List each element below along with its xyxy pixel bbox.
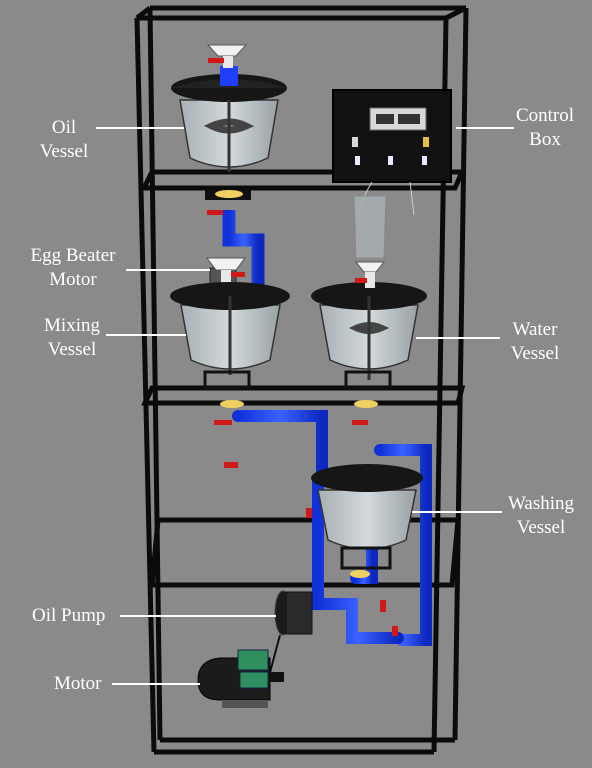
label-washing-vessel: Washing Vessel (500, 492, 582, 540)
label-oil-vessel-line1: Oil (34, 116, 94, 140)
label-washing-vessel-line1: Washing (500, 492, 582, 516)
label-water-vessel: Water Vessel (500, 318, 570, 366)
oil-inlet-pipe (220, 66, 238, 86)
label-control-box-line2: Box (512, 128, 578, 152)
label-control-box: Control Box (512, 104, 578, 152)
mixing-vessel (170, 282, 290, 388)
label-mixing-vessel-line2: Vessel (36, 338, 108, 362)
oil-pump (268, 591, 312, 680)
oil-funnel (208, 45, 246, 56)
label-water-vessel-line1: Water (500, 318, 570, 342)
control-box (333, 90, 451, 215)
label-mixing-vessel-line1: Mixing (36, 314, 108, 338)
label-water-vessel-line2: Vessel (500, 342, 570, 366)
label-egg-beater-motor-line1: Egg Beater (18, 244, 128, 268)
label-oil-pump: Oil Pump (32, 604, 105, 628)
label-washing-vessel-line2: Vessel (500, 516, 582, 540)
oil-vessel (171, 45, 287, 172)
label-egg-beater-motor-line2: Motor (18, 268, 128, 292)
oil-valve-handle (208, 58, 224, 63)
label-mixing-vessel: Mixing Vessel (36, 314, 108, 362)
label-motor: Motor (54, 672, 102, 696)
label-oil-vessel: Oil Vessel (34, 116, 94, 164)
water-vessel (311, 196, 427, 388)
label-control-box-line1: Control (512, 104, 578, 128)
label-oil-vessel-line2: Vessel (34, 140, 94, 164)
motor (198, 650, 284, 708)
label-egg-beater-motor: Egg Beater Motor (18, 244, 128, 292)
